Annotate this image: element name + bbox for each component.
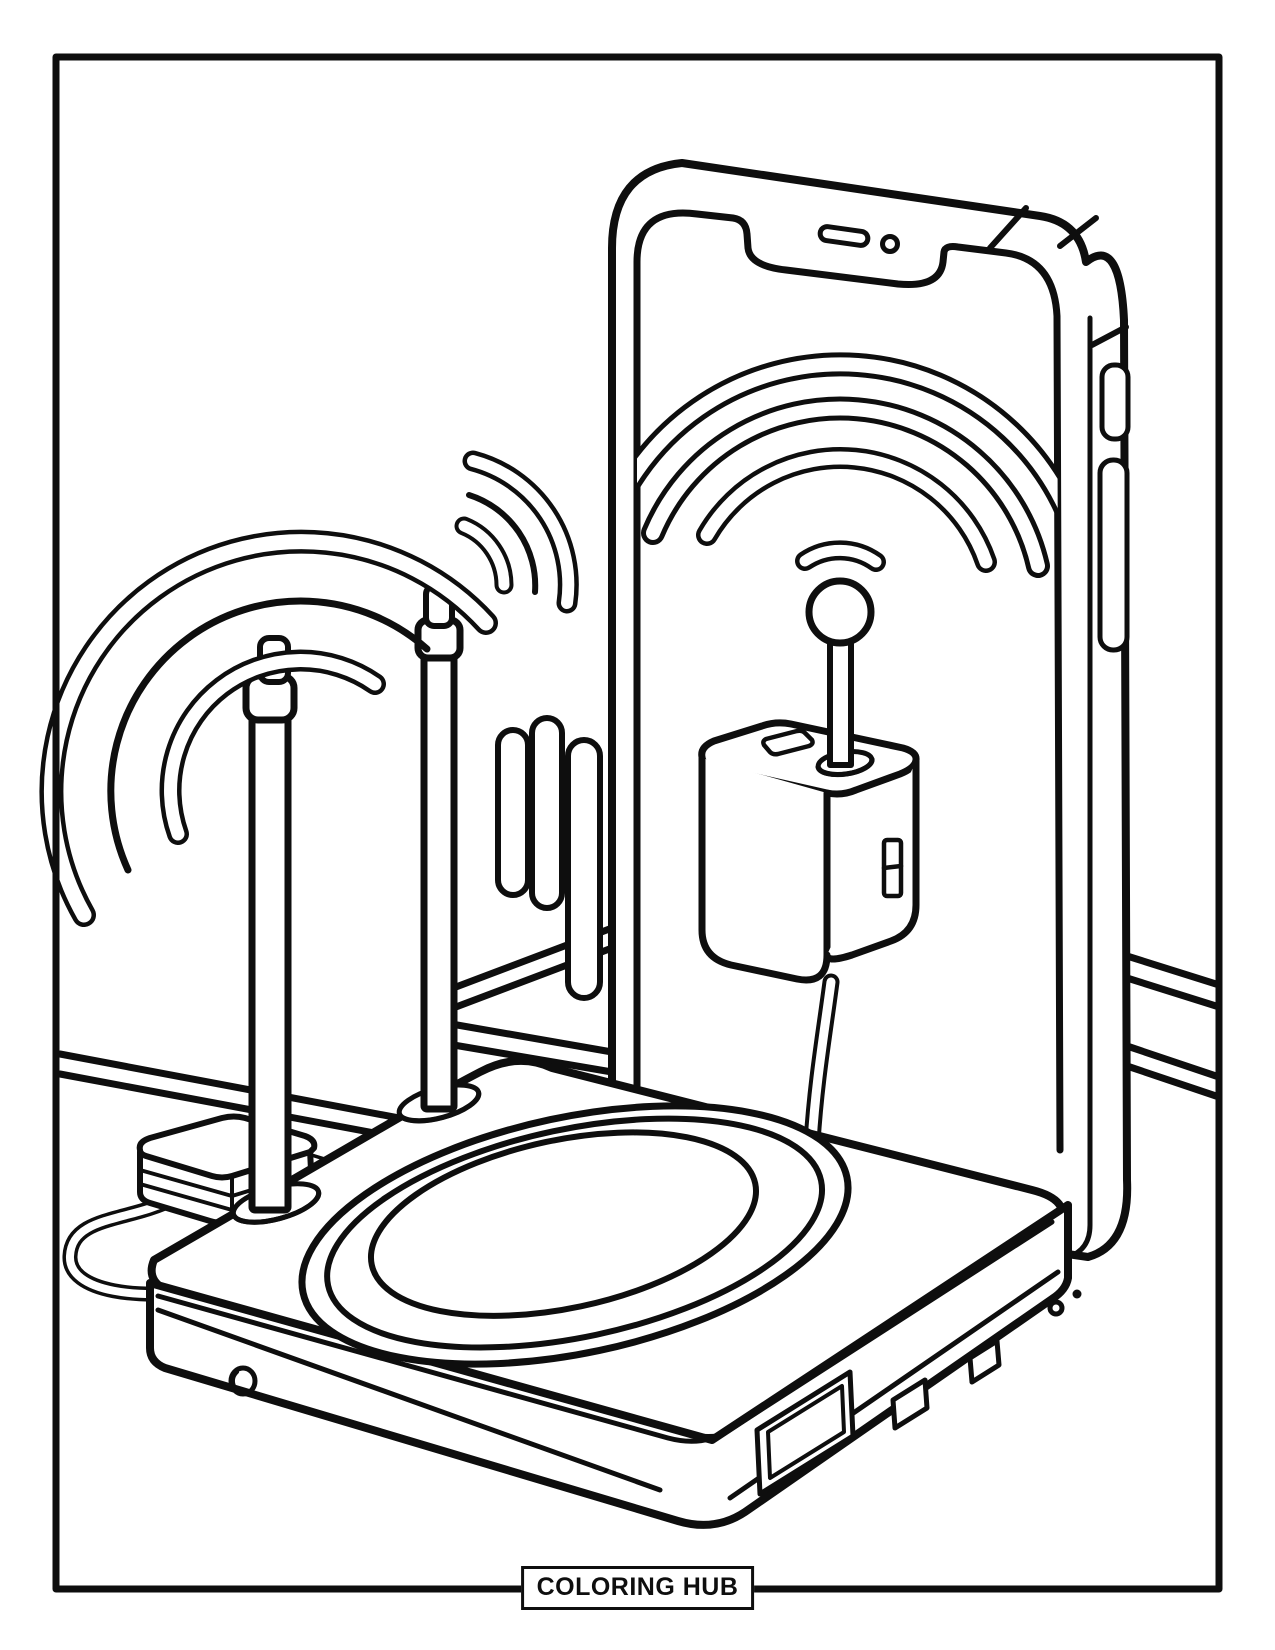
phone-frame-inner-line [1065, 315, 1093, 1260]
phone-side-buttons [1097, 362, 1131, 653]
usb-port-2 [967, 1338, 1002, 1385]
led-dot-large [1047, 1299, 1065, 1317]
antenna-socket-front-rim [815, 756, 875, 778]
background-pills [495, 715, 603, 1001]
antenna-hole-left-front-rim [231, 1189, 322, 1225]
volume-button [1099, 362, 1131, 442]
smartphone-outline [608, 159, 1132, 1261]
brand-badge: COLORING HUB [520, 1566, 755, 1610]
base-ports [754, 1338, 1002, 1497]
phone-speaker-slot [817, 224, 871, 248]
antenna-left-rod [248, 710, 292, 1214]
base-led-dots [1047, 1289, 1082, 1317]
adapter-ball-antenna [805, 577, 875, 778]
usb-port-1 [890, 1377, 930, 1431]
phone-frame-accent-lines [987, 205, 1129, 348]
charging-base [146, 1056, 1082, 1529]
wifi-signal-left [39, 529, 498, 927]
base-power-button [228, 1365, 258, 1397]
pad-middle-ring [324, 1115, 826, 1351]
power-adapter-cube [698, 577, 920, 1151]
antenna-ball [805, 577, 875, 647]
wifi-signal-large [637, 352, 1060, 590]
phone-notch [817, 224, 900, 254]
adapter-top-slot [761, 728, 815, 757]
pad-inner-disc [367, 1129, 760, 1319]
led-dot-small [1072, 1289, 1082, 1299]
antenna-left [231, 635, 322, 1225]
charging-pad-rings [298, 1102, 852, 1368]
pill-medium [529, 715, 565, 911]
adapter-cable-inner [807, 977, 836, 1147]
phone-screen [633, 209, 1064, 1154]
adapter-right-face [823, 757, 920, 963]
ethernet-port-inner [766, 1384, 846, 1480]
power-button [1097, 457, 1130, 653]
antenna-middle [396, 583, 482, 1124]
adapter-front-face [698, 754, 831, 984]
wifi-signal-small [454, 450, 579, 614]
antenna-hole-middle-front-rim [396, 1089, 482, 1124]
pill-long [565, 737, 603, 1001]
antenna-middle-rod [420, 650, 458, 1113]
pill-short [495, 727, 531, 898]
ball-antenna-stem [827, 637, 854, 768]
adapter-switch-detail [881, 837, 904, 899]
phone-body [608, 159, 1132, 1261]
phone-camera-dot [880, 234, 900, 254]
